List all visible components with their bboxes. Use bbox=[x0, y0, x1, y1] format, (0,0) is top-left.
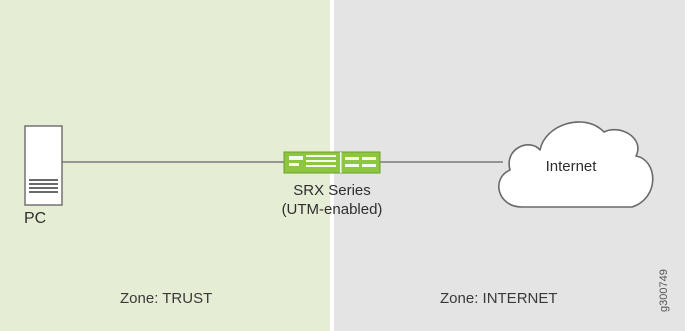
srx-label: SRX Series (UTM-enabled) bbox=[262, 181, 402, 219]
pc-tower-icon bbox=[24, 125, 63, 206]
zone-trust-label: Zone: TRUST bbox=[120, 290, 213, 307]
pc-label: PC bbox=[24, 210, 47, 227]
srx-label-line2: (UTM-enabled) bbox=[281, 201, 383, 218]
internet-label: Internet bbox=[545, 158, 597, 175]
srx-label-line1: SRX Series bbox=[293, 182, 371, 199]
srx-device-icon bbox=[283, 151, 381, 174]
zone-internet-label: Zone: INTERNET bbox=[440, 290, 558, 307]
figure-id: g300749 bbox=[658, 269, 670, 312]
cloud-icon bbox=[498, 121, 654, 208]
